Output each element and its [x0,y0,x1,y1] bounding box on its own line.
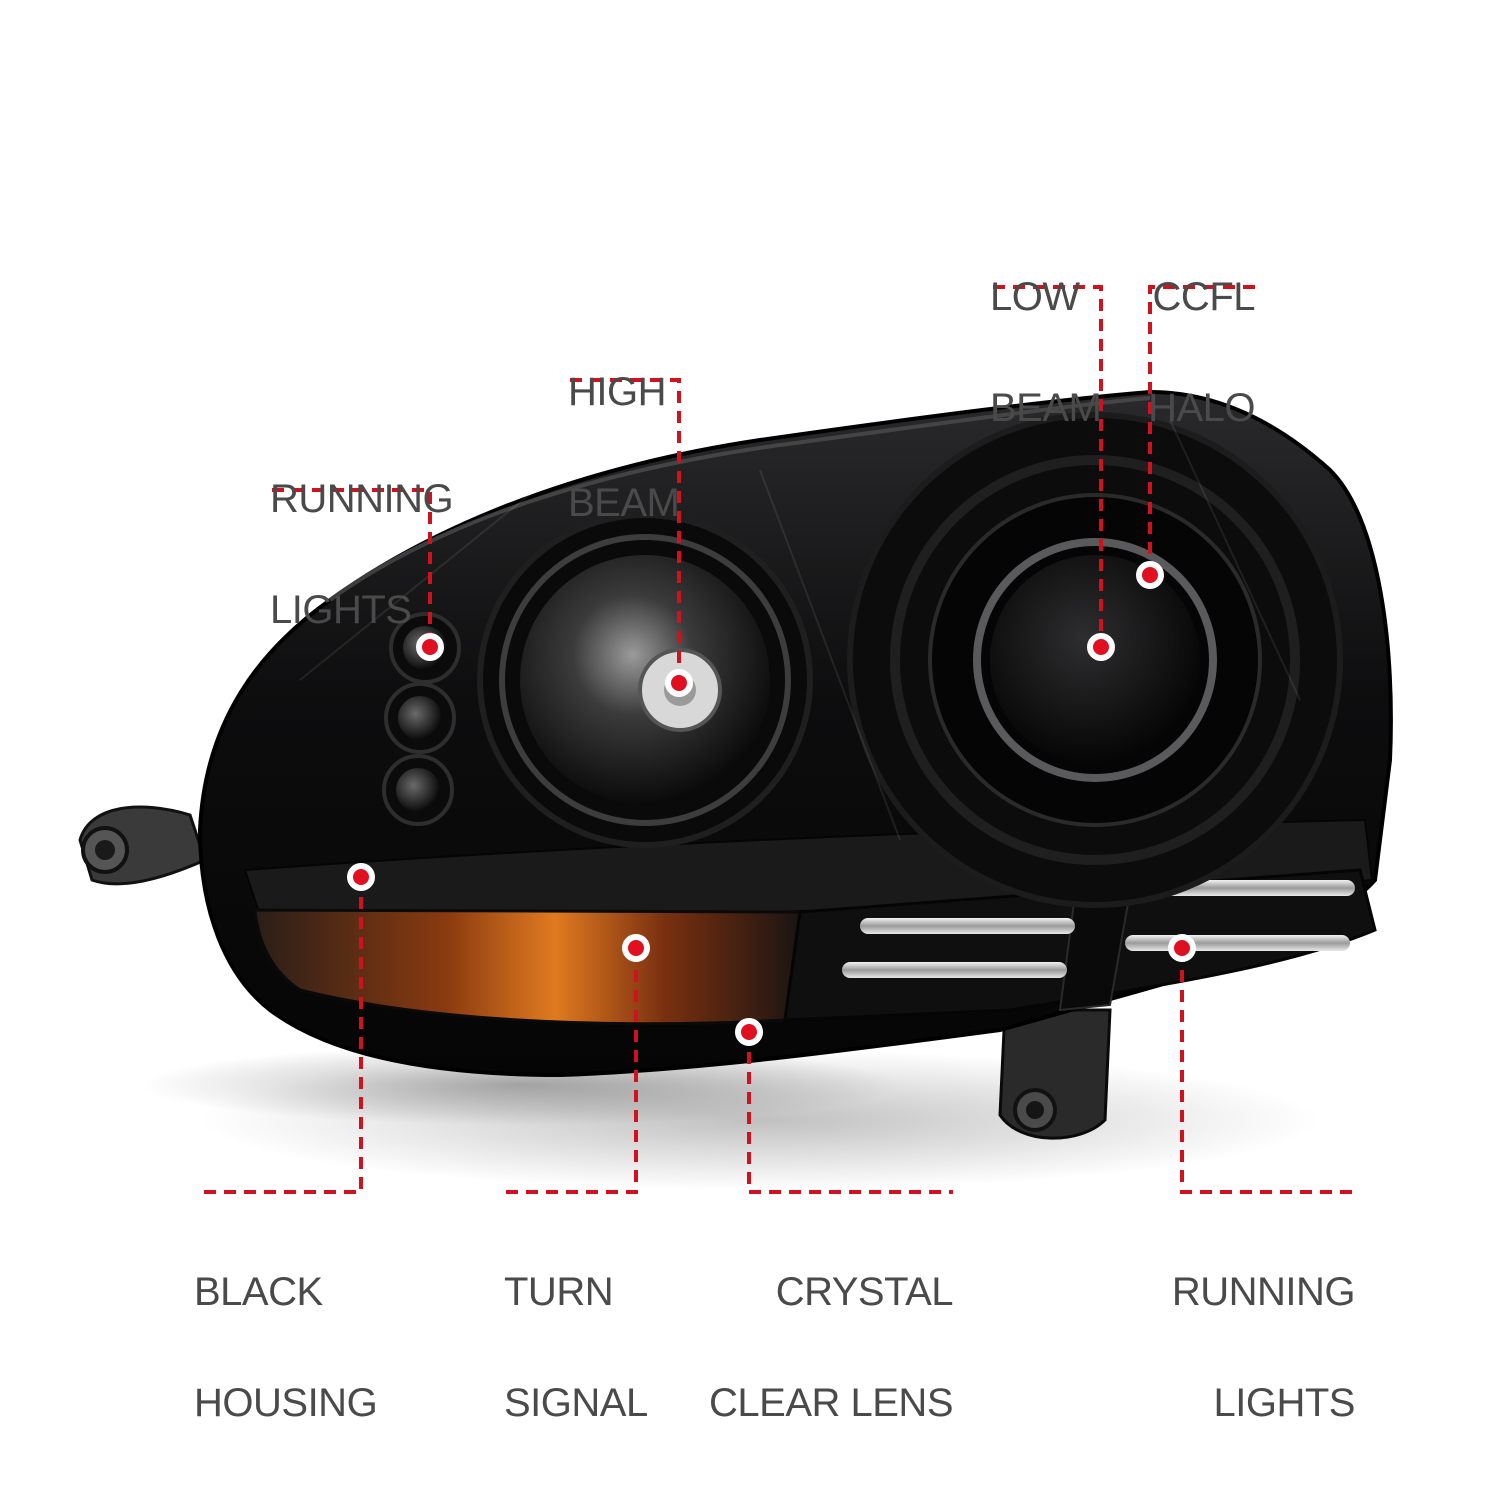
callout-dot-running-lights-bottom [1168,934,1196,962]
label-low-beam: LOW BEAM [990,205,1102,501]
label-line-1: BLACK [194,1270,323,1314]
label-black-housing: BLACK HOUSING [194,1200,378,1496]
label-ccfl-halo: CCFL HALO [1148,205,1255,501]
label-line-2: LIGHTS [270,588,412,632]
label-line-2: CLEAR LENS [709,1381,953,1425]
label-line-1: HIGH [568,370,667,414]
label-high-beam: HIGH BEAM [568,300,680,596]
label-line-2: HALO [1148,386,1255,430]
label-line-1: RUNNING [270,477,454,521]
label-line-1: CCFL [1152,275,1256,319]
callout-dot-crystal-clear-lens [735,1018,763,1046]
label-line-2: HOUSING [194,1381,378,1425]
label-line-1: CRYSTAL [775,1270,954,1314]
label-line-2: BEAM [990,386,1102,430]
label-line-1: TURN [504,1270,614,1314]
callout-dot-high-beam [665,669,693,697]
label-turn-signal: TURN SIGNAL [504,1200,648,1496]
callout-turn-signal-line [506,950,638,1194]
label-line-2: BEAM [568,481,680,525]
callout-dot-black-housing [347,863,375,891]
callout-running-lights-bottom-line [1180,950,1355,1194]
callout-ccfl-halo-line [1148,285,1255,575]
callout-crystal-clear-lens-line [747,1032,953,1194]
callout-black-housing-line [196,877,363,1194]
label-line-2: LIGHTS [1213,1381,1356,1425]
label-running-lights-bottom: RUNNING LIGHTS [1171,1200,1356,1496]
callout-running-lights-top-line [272,488,432,647]
callout-dot-ccfl-halo [1136,561,1164,589]
label-running-lights-top: RUNNING LIGHTS [270,407,454,703]
label-line-1: LOW [990,275,1080,319]
label-line-2: SIGNAL [504,1381,648,1425]
callout-high-beam-line [570,378,681,683]
callout-dot-turn-signal [622,934,650,962]
callout-low-beam-line [993,285,1103,647]
callout-dot-running-lights-top [416,633,444,661]
label-line-1: RUNNING [1171,1270,1356,1314]
callout-dot-low-beam [1087,633,1115,661]
label-crystal-clear-lens: CRYSTAL CLEAR LENS [709,1200,953,1496]
